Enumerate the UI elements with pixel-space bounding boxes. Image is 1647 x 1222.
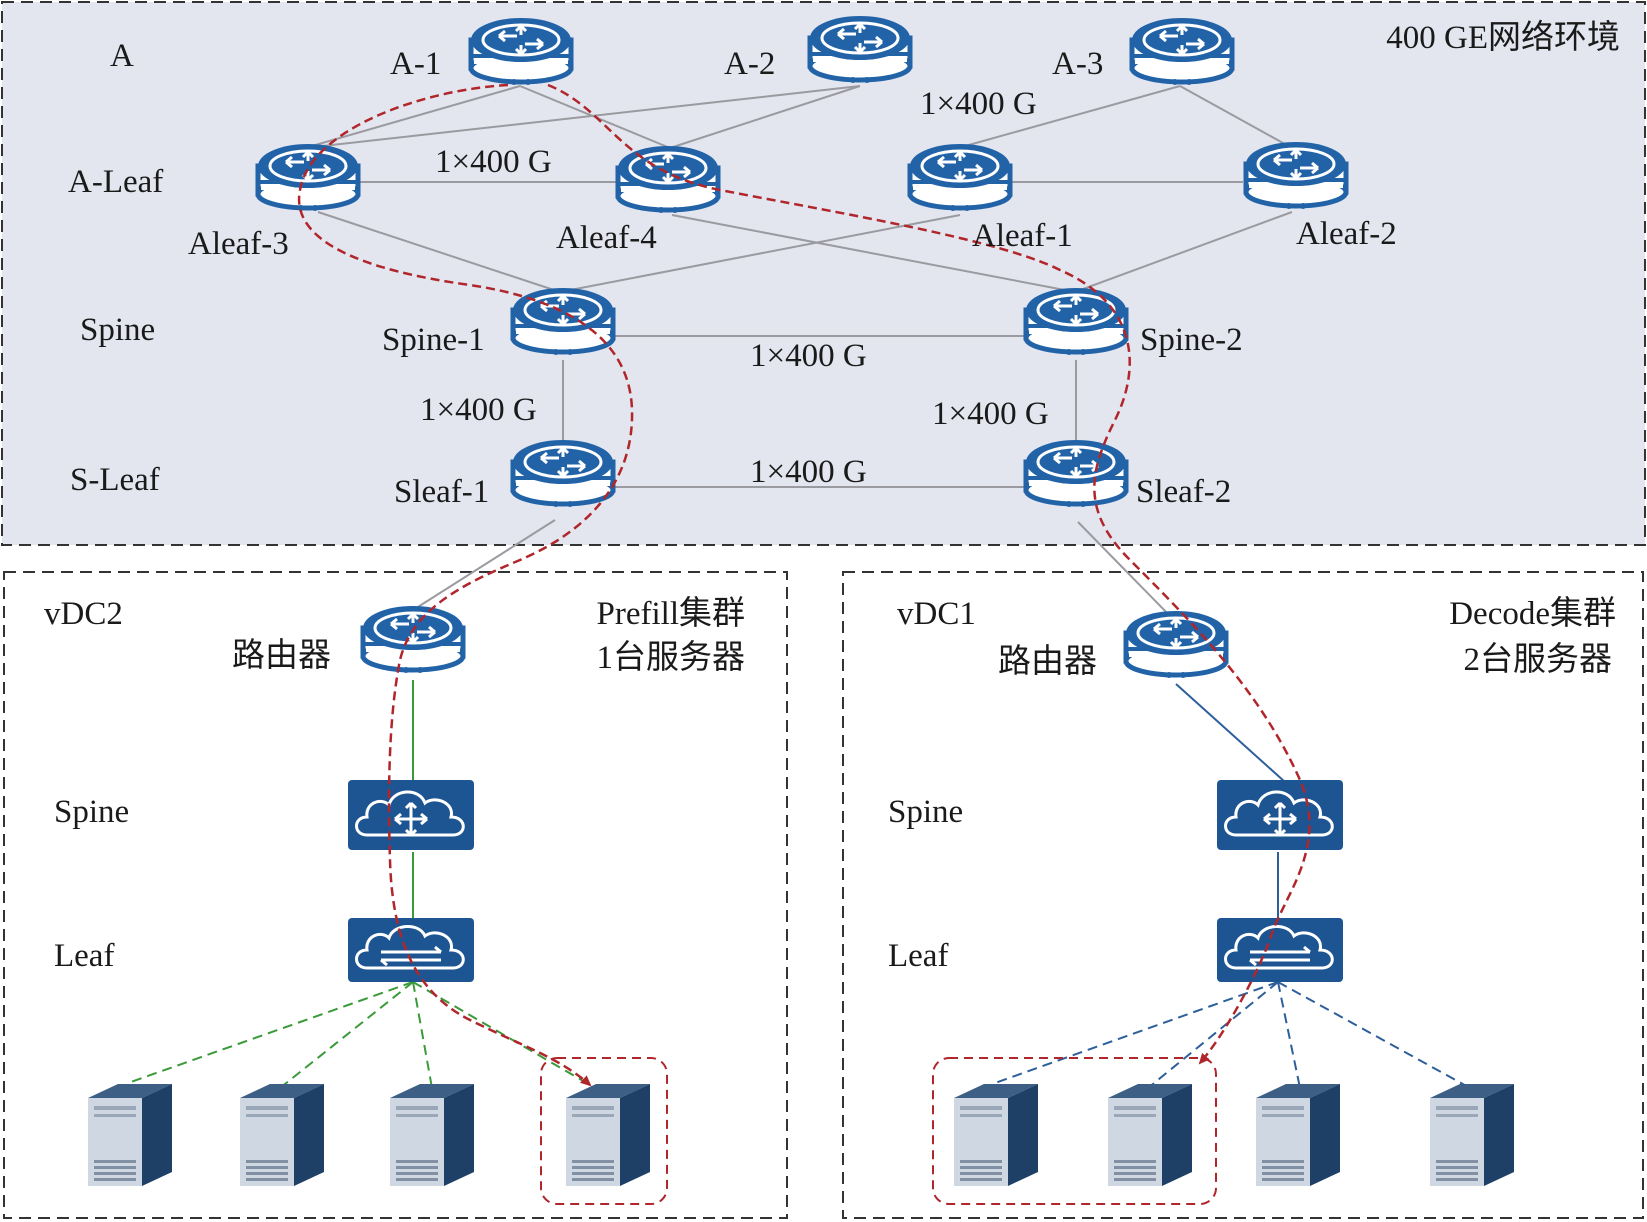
router-icon xyxy=(471,18,571,85)
device-label-a1: A-1 xyxy=(390,46,441,82)
cloud-switch-icon xyxy=(1215,916,1345,984)
link-label-spine1-sleaf1: 1×400 G xyxy=(420,392,537,428)
core-links xyxy=(304,85,1293,619)
link-label-aleaf: 1×400 G xyxy=(435,144,552,180)
layer-label-vdc2-spine: Spine xyxy=(54,794,129,830)
server-icon xyxy=(390,1084,474,1186)
server-icon xyxy=(566,1084,650,1186)
device-label-aleaf4: Aleaf-4 xyxy=(556,220,657,256)
router-icon xyxy=(1132,18,1232,85)
router-icon xyxy=(1026,440,1126,507)
device-label-sleaf2: Sleaf-2 xyxy=(1136,474,1231,510)
device-label-aleaf3: Aleaf-3 xyxy=(188,226,289,262)
router-icon xyxy=(1246,142,1346,209)
device-label-spine1: Spine-1 xyxy=(382,322,485,358)
router-icon xyxy=(513,440,613,507)
prefill-traffic-path xyxy=(297,83,634,1087)
device-label-router-vdc1: 路由器 xyxy=(998,643,1097,680)
router-icon xyxy=(1026,288,1126,355)
prefill-selection-box xyxy=(540,1057,668,1205)
server-icon xyxy=(88,1084,172,1186)
server-icon xyxy=(1256,1084,1340,1186)
layer-label-vdc1-leaf: Leaf xyxy=(888,938,948,974)
device-label-aleaf1: Aleaf-1 xyxy=(972,218,1073,254)
prefill-cluster-servers: 1台服务器 xyxy=(597,639,746,676)
device-label-sleaf1: Sleaf-1 xyxy=(394,474,489,510)
cloud-switch-icon xyxy=(1215,778,1345,852)
device-label-a2: A-2 xyxy=(724,46,775,82)
vdc1-links xyxy=(1175,683,1286,918)
decode-cluster-name: Decode集群 xyxy=(1449,595,1616,632)
region-title: 400 GE网络环境 xyxy=(1386,19,1620,56)
vdc1-region xyxy=(842,571,1644,1219)
layer-label-a-leaf: A-Leaf xyxy=(68,164,163,200)
router-icon xyxy=(618,146,718,213)
region-tag-vdc1: vDC1 xyxy=(897,596,976,632)
cloud-switch-icon xyxy=(346,916,476,984)
decode-cluster-servers: 2台服务器 xyxy=(1464,641,1613,678)
device-label-aleaf2: Aleaf-2 xyxy=(1296,216,1397,252)
link-label-spine-spine: 1×400 G xyxy=(750,338,867,374)
vdc1-server-links xyxy=(994,981,1471,1089)
region-tag-vdc2: vDC2 xyxy=(44,596,123,632)
layer-label-spine: Spine xyxy=(80,312,155,348)
vdc2-server-links xyxy=(127,981,591,1089)
link-label-sleaf-sleaf: 1×400 G xyxy=(750,454,867,490)
server-icon xyxy=(1108,1084,1192,1186)
device-label-a3: A-3 xyxy=(1052,46,1103,82)
router-icon xyxy=(910,144,1010,211)
server-icon xyxy=(954,1084,1038,1186)
device-label-spine2: Spine-2 xyxy=(1140,322,1243,358)
core-network-region xyxy=(1,1,1646,546)
server-icon xyxy=(240,1084,324,1186)
decode-traffic-path xyxy=(547,83,1311,1065)
cloud-switch-icon xyxy=(346,778,476,852)
layer-label-s-leaf: S-Leaf xyxy=(70,462,160,498)
layer-label-vdc2-leaf: Leaf xyxy=(54,938,114,974)
prefill-cluster-name: Prefill集群 xyxy=(597,595,745,632)
server-icon xyxy=(1430,1084,1514,1186)
router-icon xyxy=(810,16,910,83)
router-icon xyxy=(258,144,358,211)
device-label-router-vdc2: 路由器 xyxy=(232,637,331,674)
link-label-a-tier: 1×400 G xyxy=(920,86,1037,122)
decode-selection-box xyxy=(932,1057,1217,1205)
link-label-spine2-sleaf2: 1×400 G xyxy=(932,396,1049,432)
router-icon xyxy=(363,606,463,673)
layer-label-vdc1-spine: Spine xyxy=(888,794,963,830)
region-tag-a: A xyxy=(110,38,134,74)
vdc2-region xyxy=(3,571,788,1219)
